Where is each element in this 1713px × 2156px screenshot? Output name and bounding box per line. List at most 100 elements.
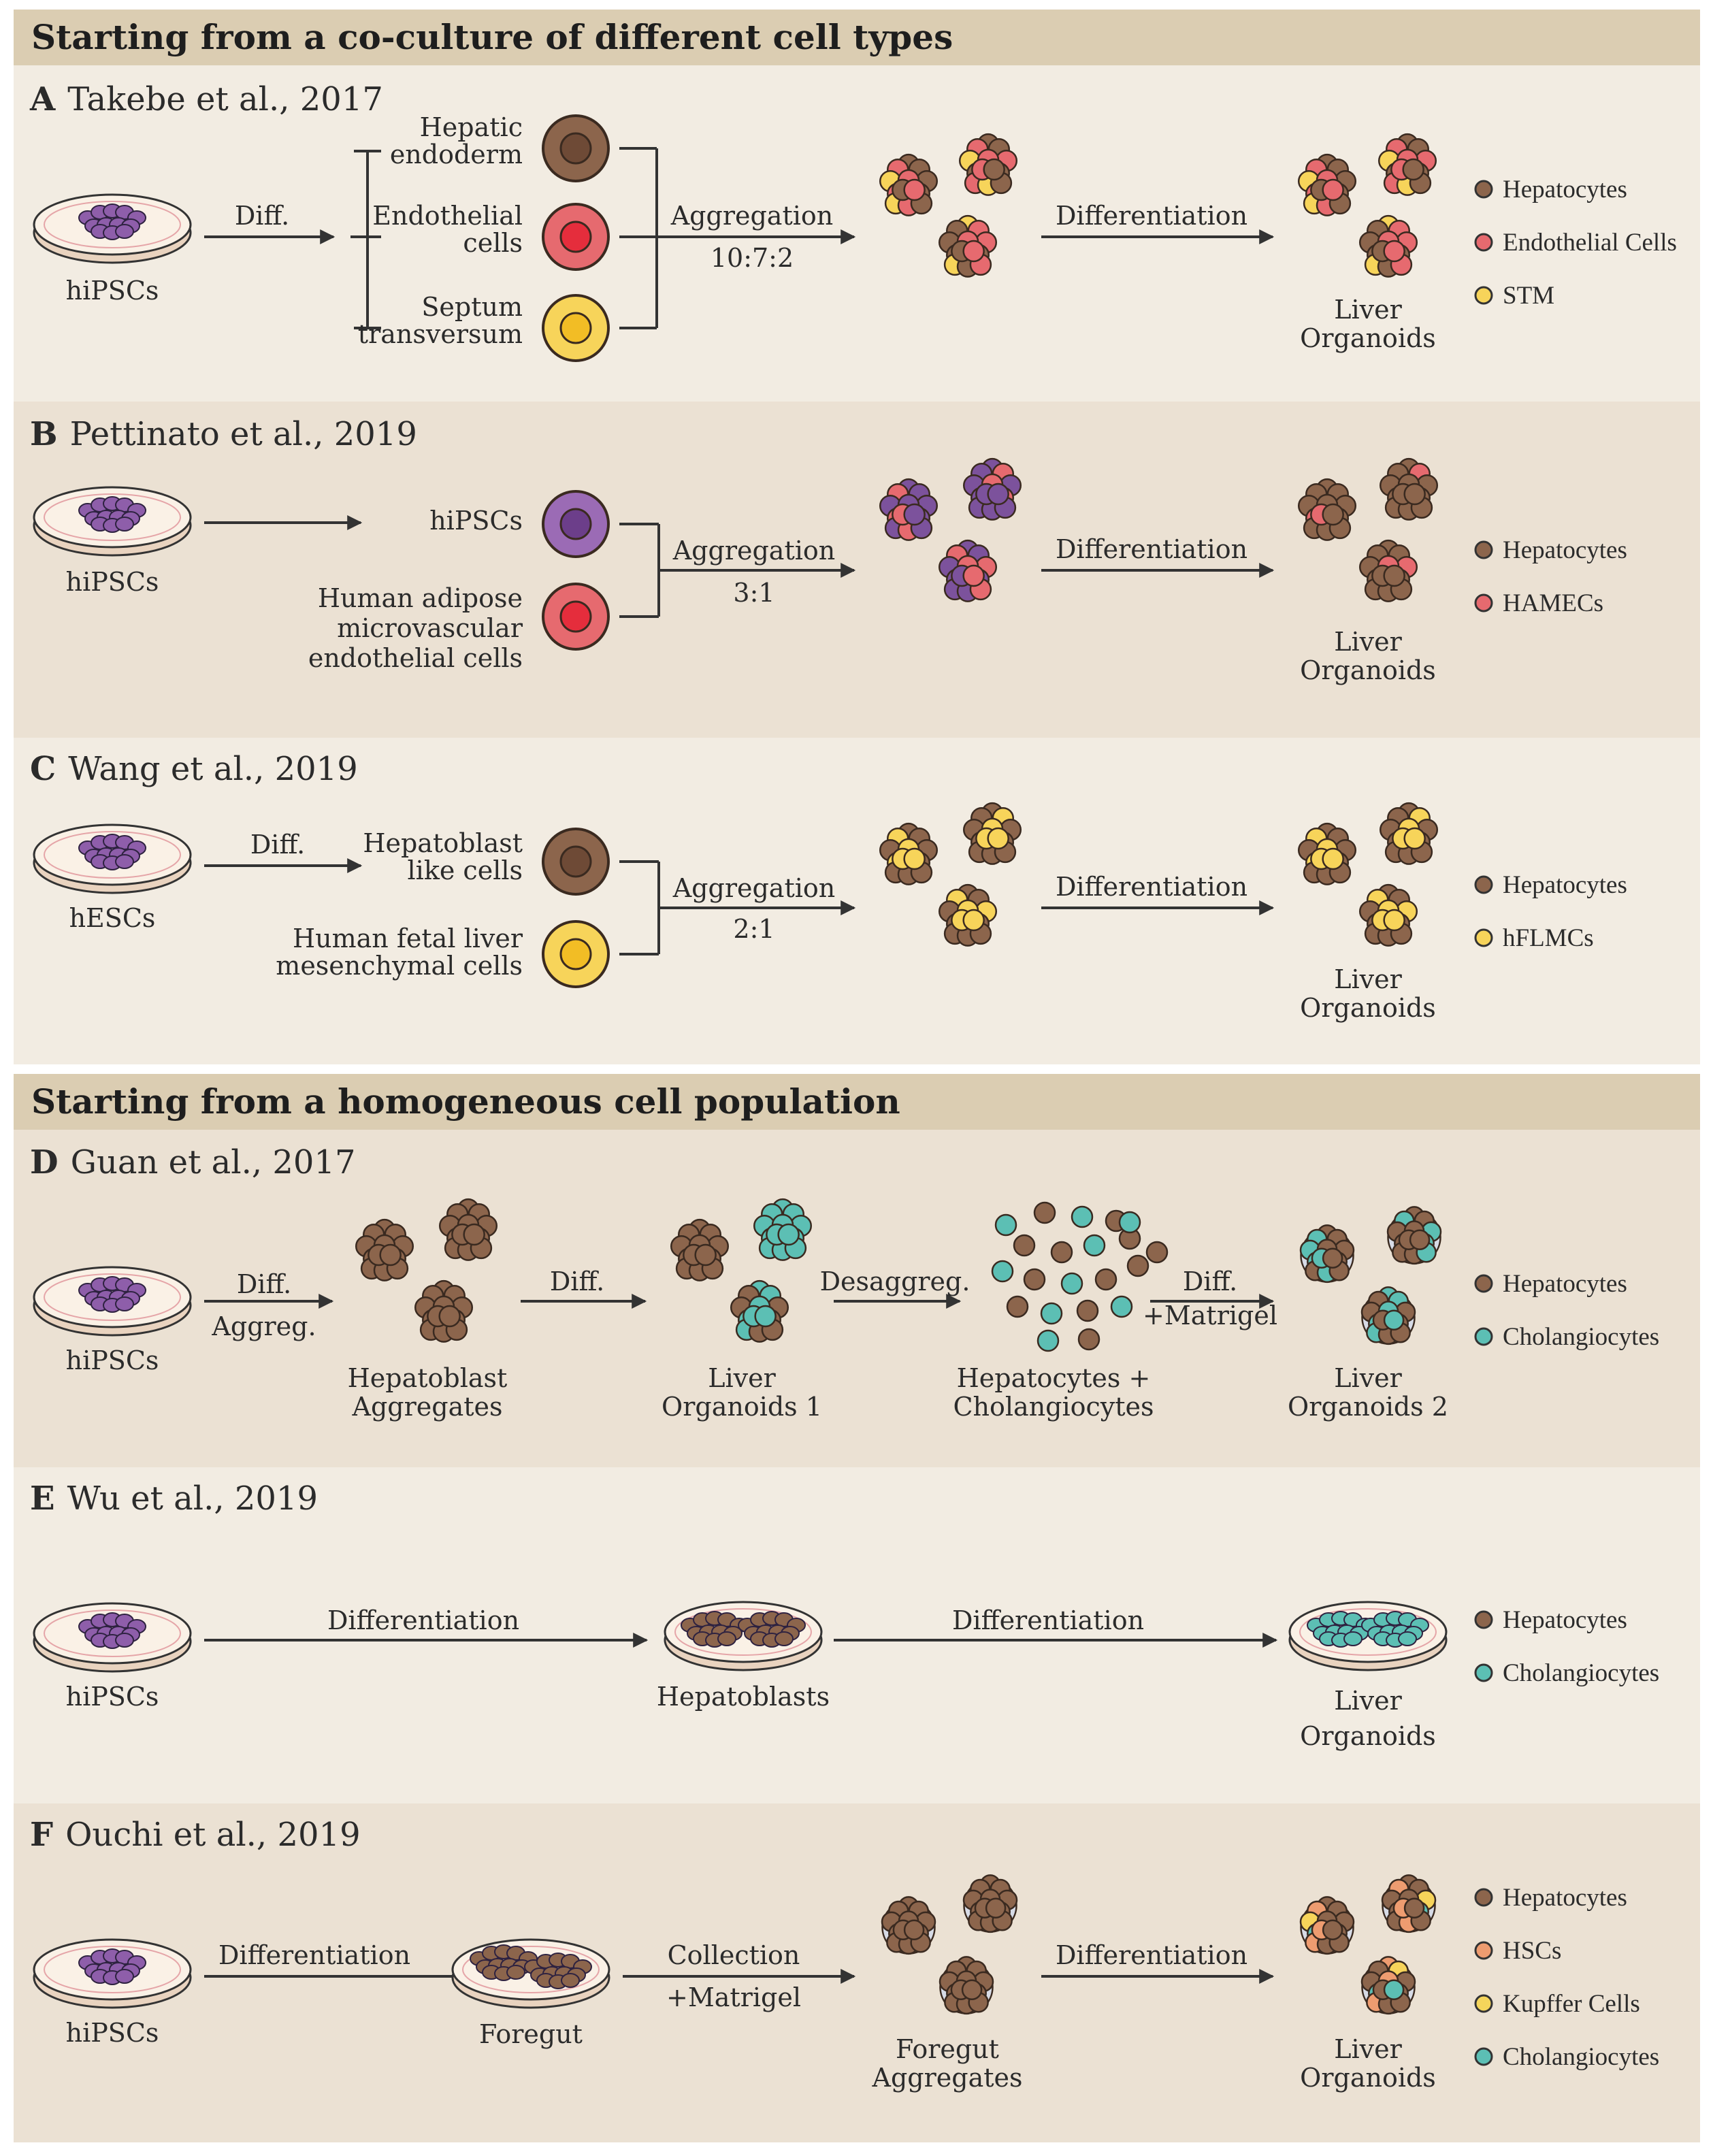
- source-label: hiPSCs: [66, 1682, 159, 1712]
- organoid-icon: [670, 1218, 730, 1281]
- dissociated-cell: [1071, 1205, 1094, 1228]
- result-label: Organoids: [1300, 323, 1436, 353]
- endothelial-cell-icon: [542, 203, 610, 271]
- organoid-cell: [1403, 483, 1426, 506]
- organoid-icon: [1360, 1286, 1416, 1345]
- stage-label: Hepatoblast: [348, 1363, 508, 1393]
- input-label: like cells: [408, 855, 523, 885]
- organoid-icon: [1377, 133, 1437, 196]
- legend-swatch: [1474, 928, 1493, 947]
- cell-nucleus: [559, 845, 592, 878]
- result-label: Organoids: [1300, 1721, 1436, 1751]
- organoid-cell: [903, 1919, 925, 1940]
- dissociated-cell: [1060, 1272, 1083, 1295]
- colony-cell: [1398, 1631, 1417, 1646]
- organoid-icon: [1360, 1956, 1416, 2015]
- legend-swatch: [1474, 286, 1493, 305]
- organoid-cell: [1402, 158, 1424, 181]
- dissociated-cell: [1040, 1302, 1063, 1325]
- input-label: transversum: [358, 319, 523, 349]
- legend-label: Hepatocytes: [1503, 1884, 1627, 1912]
- arrow-label: +Matrigel: [1143, 1301, 1277, 1330]
- input-label: mesenchymal cells: [276, 951, 523, 981]
- organoid-cell: [985, 1897, 1007, 1918]
- organoid-cell: [1403, 1897, 1425, 1918]
- legend-swatch: [1474, 1888, 1493, 1907]
- dissociated-cell: [1013, 1234, 1036, 1257]
- colony-cell: [1343, 1631, 1363, 1646]
- result-label: Organoids: [1300, 2063, 1436, 2093]
- input-label: cells: [463, 228, 523, 258]
- organoid-cell: [903, 847, 926, 870]
- legend-label: Cholangiocytes: [1503, 2043, 1659, 2071]
- legend-swatch: [1474, 1327, 1493, 1346]
- organoid-icon: [1386, 1206, 1442, 1265]
- legend-swatch: [1474, 1663, 1493, 1682]
- stage-label: Organoids 1: [662, 1392, 822, 1422]
- organoid-cell: [463, 1223, 485, 1246]
- hipsc-dish-icon: [33, 1602, 192, 1673]
- organoid-icon: [938, 214, 998, 278]
- dish-medium: [44, 201, 181, 248]
- panel-citation: Wu et al., 2019: [67, 1480, 318, 1518]
- arrow-label: Aggreg.: [211, 1311, 316, 1341]
- legend-label: Kupffer Cells: [1503, 1990, 1640, 2018]
- arrow-label: Diff.: [550, 1267, 604, 1296]
- dissociated-cell: [1118, 1211, 1141, 1234]
- organoid-cell: [962, 564, 985, 587]
- organoid-icon: [879, 478, 939, 541]
- organoid-icon: [938, 883, 998, 947]
- arrow-label: Diff.: [235, 201, 289, 231]
- dish-medium: [44, 1273, 181, 1321]
- panel-citation: Pettinato et al., 2019: [70, 415, 417, 453]
- legend-swatch: [1474, 180, 1493, 199]
- arrow-label: Differentiation: [1056, 534, 1247, 564]
- foregut-aggregate-icon: [939, 1956, 994, 2015]
- stage-label: Hepatoblasts: [657, 1682, 830, 1712]
- stage-label: Aggregates: [872, 2063, 1023, 2093]
- foregut-aggregate-icon: [962, 1874, 1018, 1933]
- legend-swatch: [1474, 1994, 1493, 2013]
- organoid-icon: [1297, 822, 1357, 885]
- panel-citation: Ouchi et al., 2019: [65, 1816, 361, 1854]
- source-label: hiPSCs: [66, 1345, 159, 1375]
- stage-label: Foregut: [479, 2019, 583, 2049]
- stage-label: Hepatocytes +: [957, 1363, 1151, 1393]
- dissociated-cells-icon: [991, 1201, 1169, 1352]
- septum-transversum-cell-icon: [542, 294, 610, 362]
- dish-medium: [44, 831, 181, 879]
- stage-label: Organoids 2: [1288, 1392, 1448, 1422]
- result-label: Organoids: [1300, 655, 1436, 685]
- result-label: Organoids: [1300, 993, 1436, 1023]
- input-label: Septum: [421, 292, 523, 322]
- legend-label: HAMECs: [1503, 589, 1603, 617]
- dissociated-cell: [1077, 1328, 1100, 1351]
- section-header-bg: [14, 10, 1700, 65]
- legend-swatch: [1474, 540, 1493, 559]
- panel-a-bg: [14, 65, 1700, 402]
- colony-cell: [717, 1631, 736, 1646]
- source-label: hiPSCs: [66, 567, 159, 597]
- dissociated-cell: [1023, 1268, 1046, 1291]
- colony-cell: [115, 1296, 134, 1311]
- organoid-cell: [962, 240, 985, 263]
- hepatoblast-aggregate-icon: [414, 1279, 474, 1343]
- legend-swatch: [1474, 1941, 1493, 1960]
- hepatoblast-dish-icon: [664, 1601, 823, 1671]
- colony-cell: [115, 854, 134, 869]
- legend-swatch: [1474, 233, 1493, 252]
- section-title: Starting from a homogeneous cell populat…: [31, 1081, 900, 1122]
- arrow-label: Diff.: [250, 830, 305, 860]
- organoid-icon: [730, 1279, 789, 1343]
- result-label: Liver: [1334, 1686, 1402, 1716]
- dissociated-cell: [991, 1260, 1014, 1283]
- legend-label: Cholangiocytes: [1503, 1323, 1659, 1351]
- legend-swatch: [1474, 875, 1493, 894]
- dish-medium: [1299, 1608, 1437, 1656]
